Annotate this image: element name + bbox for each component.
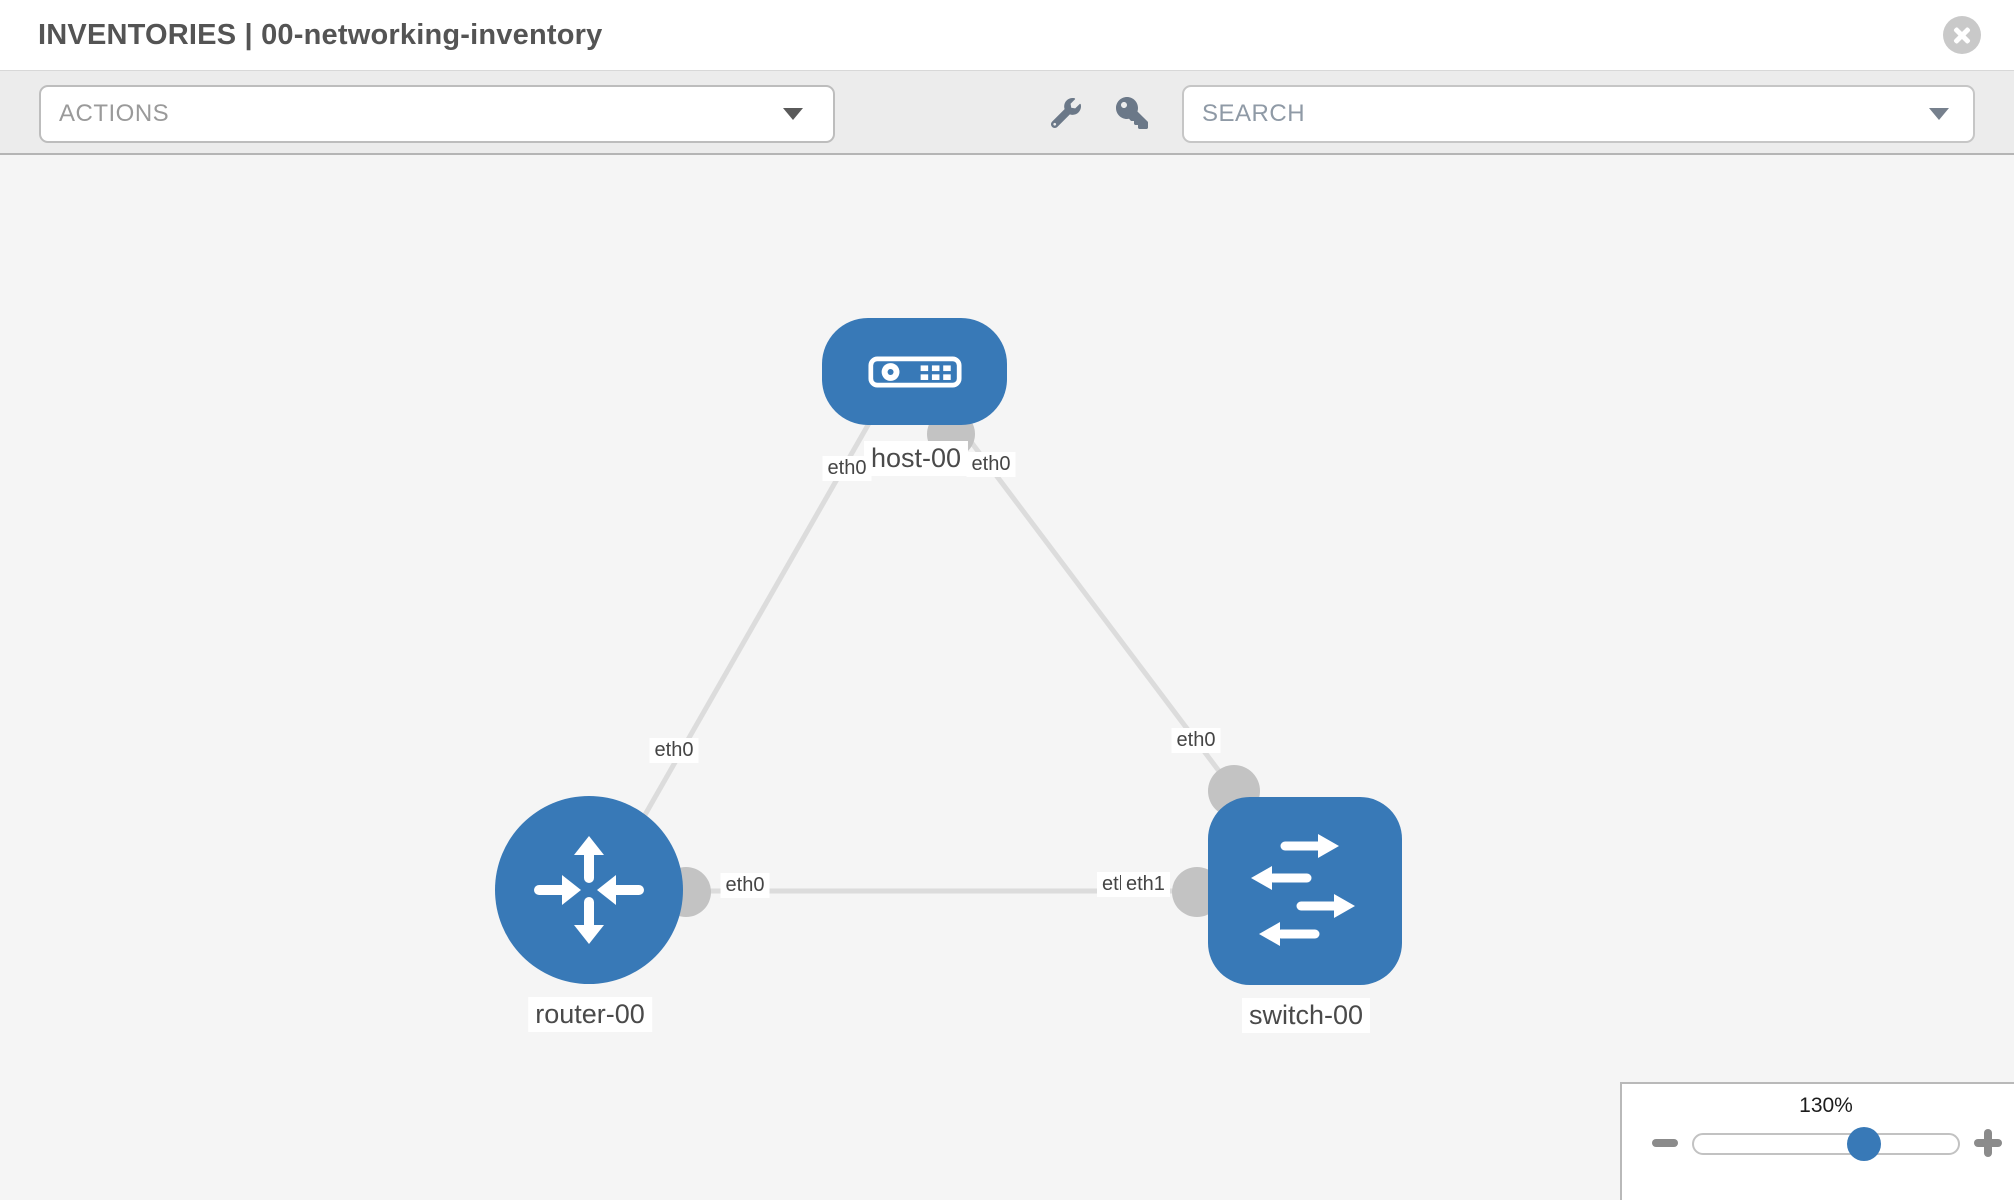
node-router-00[interactable] — [495, 796, 683, 984]
search-dropdown[interactable] — [1182, 85, 1975, 143]
node-host-00[interactable] — [822, 318, 1007, 425]
key-icon — [1116, 97, 1148, 129]
toolbar: ACTIONS — [0, 71, 2014, 155]
node-switch-00[interactable] — [1208, 797, 1402, 985]
actions-dropdown-label: ACTIONS — [59, 100, 170, 127]
page-header: INVENTORIES | 00-networking-inventory — [0, 0, 2014, 71]
search-input[interactable] — [1184, 99, 1929, 129]
zoom-level: 130% — [1799, 1094, 1853, 1117]
interface-label-link-left: eth0 — [649, 738, 699, 763]
interface-label-host-left: eth0 — [822, 456, 872, 481]
page-title: INVENTORIES | 00-networking-inventory — [38, 19, 603, 51]
interface-label-host-right: eth0 — [966, 452, 1016, 477]
interface-label-switch-eth1: eth1 — [1121, 872, 1170, 897]
wrench-icon — [1051, 98, 1081, 128]
zoom-out-button[interactable] — [1652, 1139, 1678, 1147]
host-icon — [867, 355, 962, 388]
credentials-button[interactable] — [1110, 91, 1154, 135]
router-icon — [534, 836, 644, 944]
topology-canvas[interactable] — [0, 157, 2014, 1200]
configure-button[interactable] — [1044, 91, 1088, 135]
interface-label-router-right: eth0 — [720, 873, 770, 898]
zoom-in-button[interactable] — [1974, 1129, 2002, 1157]
node-label-switch: switch-00 — [1241, 998, 1371, 1033]
zoom-slider[interactable] — [1692, 1133, 1960, 1155]
zoom-slider-handle[interactable] — [1847, 1127, 1881, 1161]
interface-label-link-right: eth0 — [1171, 728, 1221, 753]
switch-icon — [1251, 834, 1355, 946]
chevron-down-icon — [783, 108, 803, 120]
close-button[interactable] — [1943, 16, 1981, 54]
actions-dropdown[interactable]: ACTIONS — [39, 85, 835, 143]
node-label-host: host-00 — [863, 441, 969, 476]
chevron-down-icon — [1929, 108, 1949, 120]
node-label-router: router-00 — [528, 997, 652, 1032]
zoom-control-panel: 130% — [1620, 1082, 2014, 1200]
